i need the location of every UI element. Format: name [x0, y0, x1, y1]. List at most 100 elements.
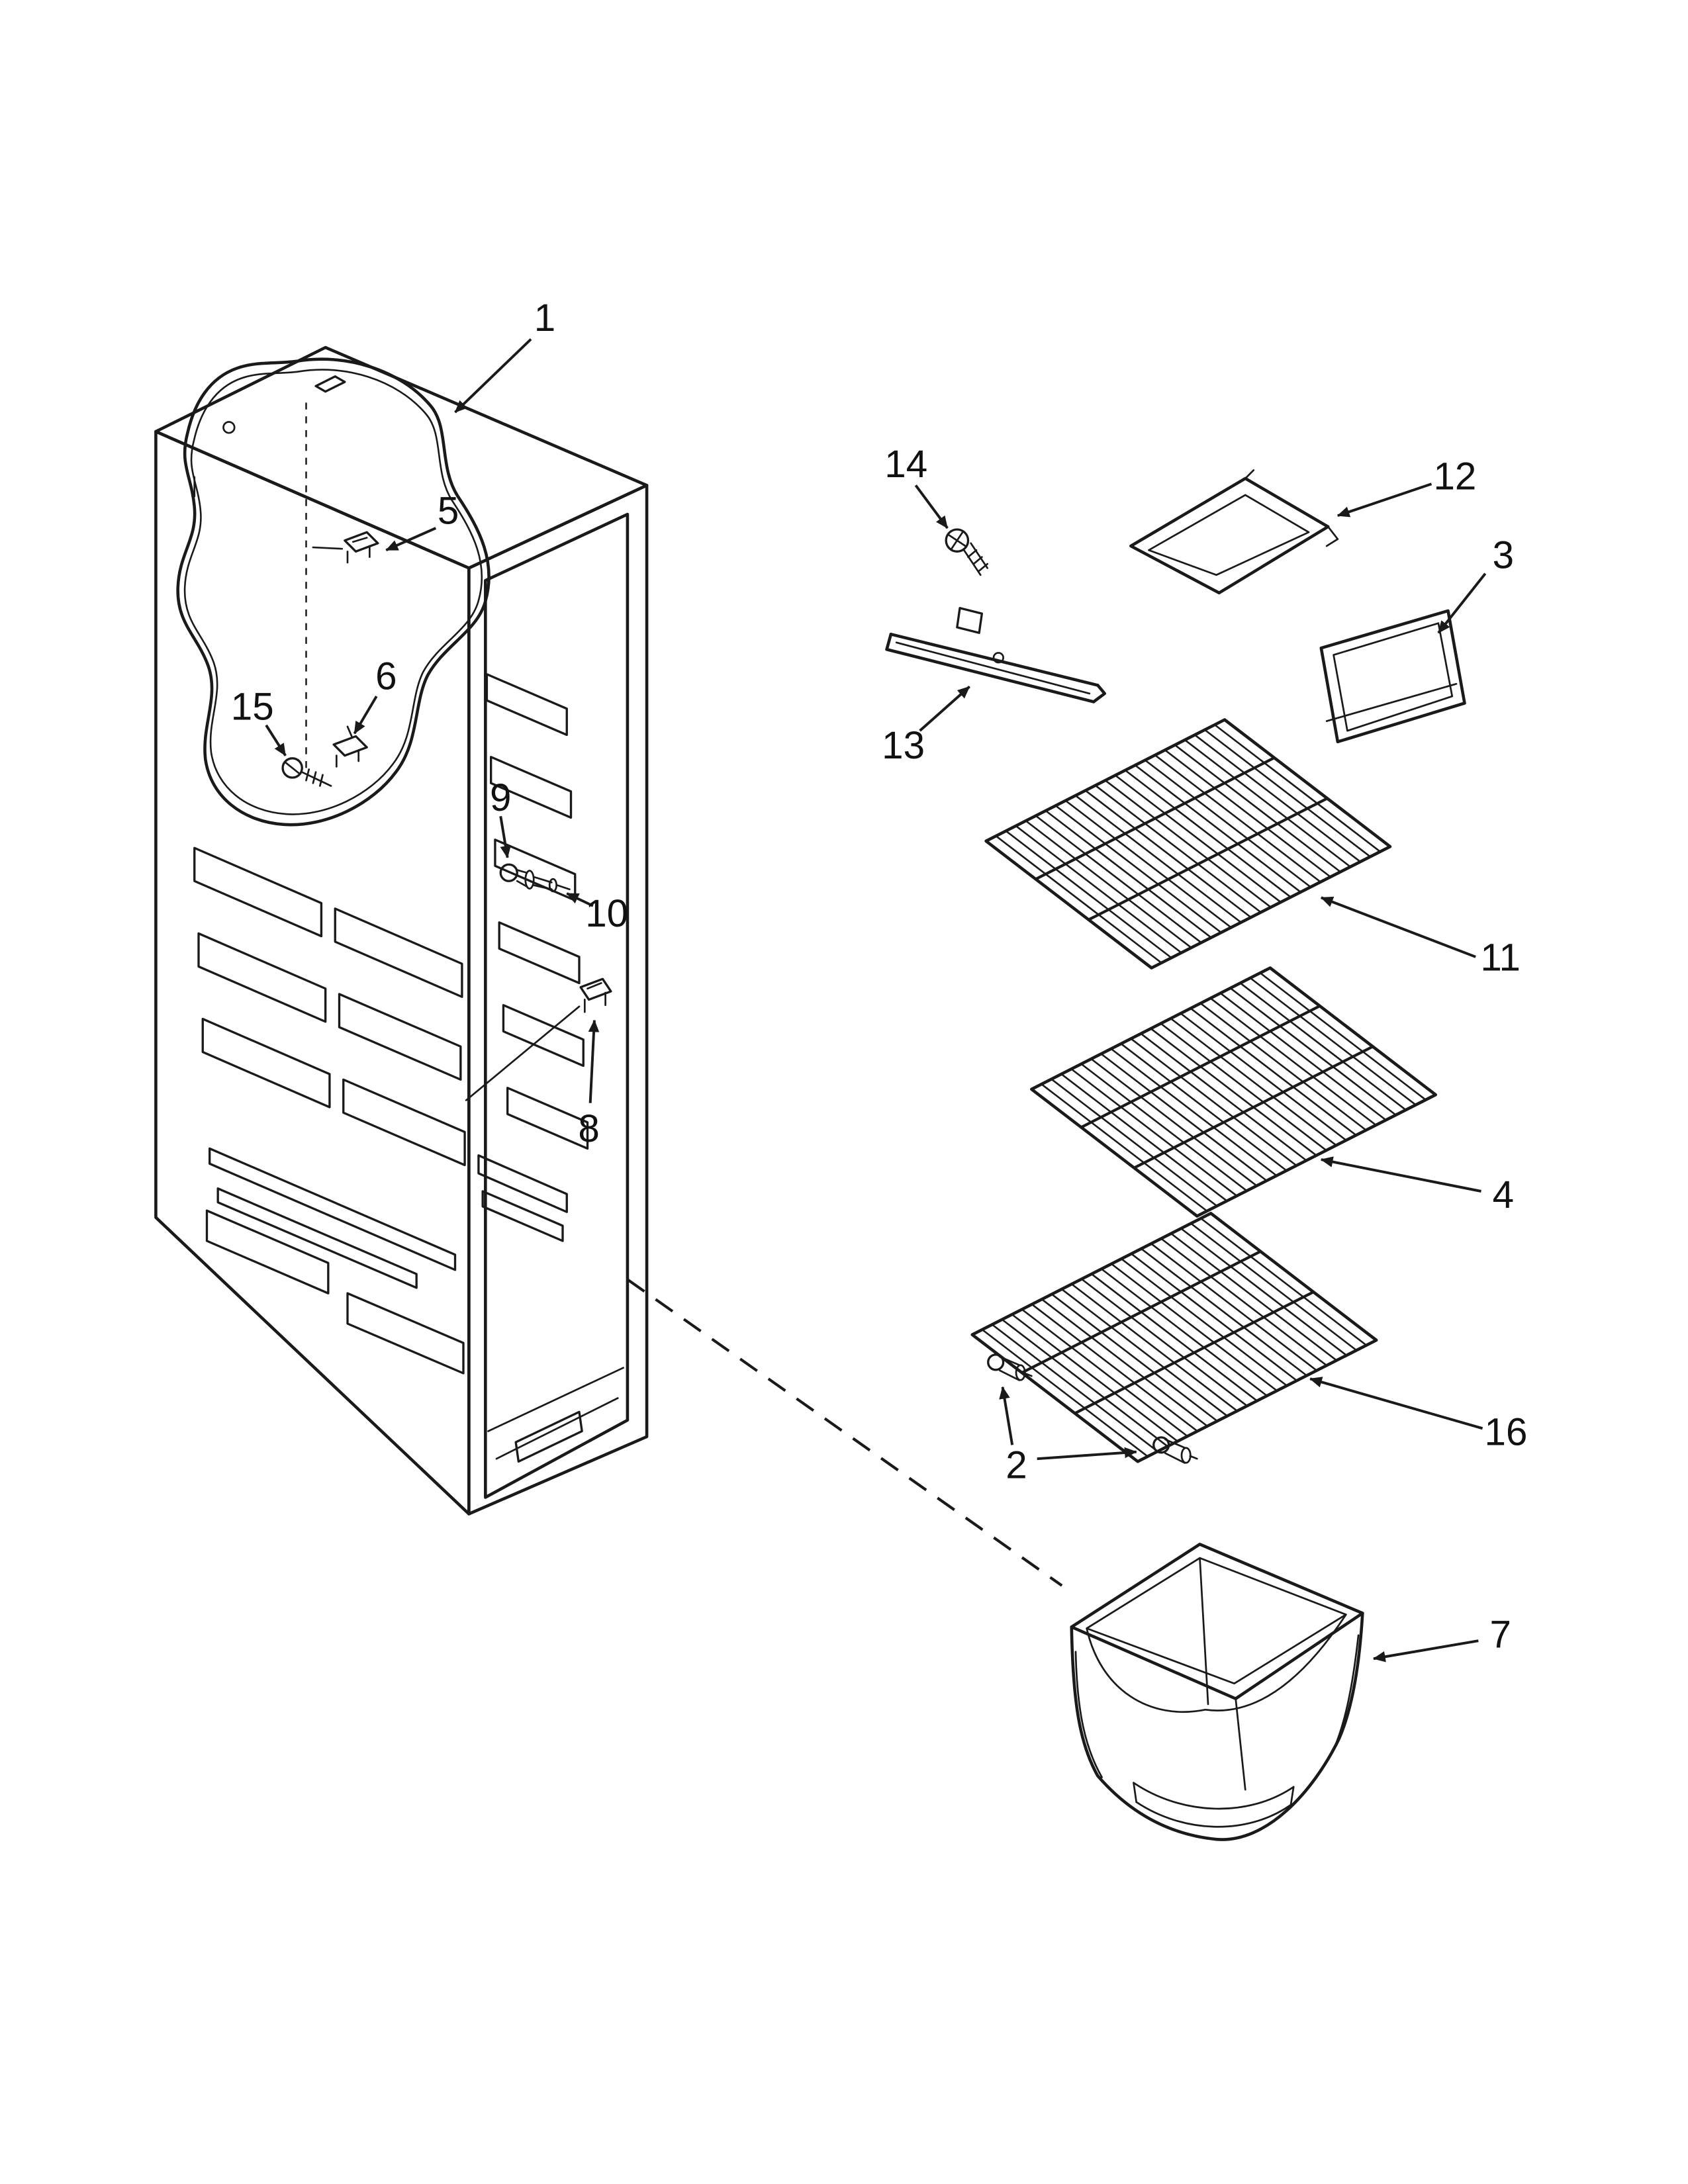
wire-shelf-16 — [970, 1212, 1378, 1463]
shelf-wire — [1101, 1268, 1268, 1397]
shelf-wire — [1110, 1048, 1278, 1177]
liner-side-wall — [154, 430, 471, 1516]
vent-slot — [346, 1292, 465, 1375]
liner-front-frame-outer — [467, 484, 649, 1516]
shelf-wire — [991, 1324, 1158, 1453]
shelf-wire — [1150, 1028, 1317, 1156]
shelf-wire — [1131, 1253, 1297, 1382]
callout-4: 4 — [1320, 1156, 1514, 1216]
shelf-wire — [1051, 1078, 1218, 1207]
shelf-wire — [1160, 1023, 1327, 1152]
shelf-wire — [1051, 1293, 1218, 1422]
vent-slot — [506, 1087, 589, 1150]
part-number-label: 1 — [534, 296, 555, 340]
floor-line — [487, 1367, 625, 1432]
shelf-wire — [1135, 764, 1301, 893]
clip-part-8 — [465, 978, 612, 1101]
shelf-wire — [1021, 1308, 1188, 1437]
vent-slot — [490, 756, 573, 819]
shelf-wire — [1170, 1232, 1337, 1361]
shelf-wire — [1041, 1083, 1208, 1212]
vent-slot — [338, 993, 462, 1081]
shelf-wire — [1084, 790, 1252, 919]
vent-strip — [209, 1147, 457, 1271]
shelf-wire — [1174, 744, 1341, 873]
callout-8: 8 — [578, 1019, 600, 1150]
shelf-wire — [1094, 784, 1262, 913]
part-number-label: 4 — [1493, 1173, 1514, 1216]
screw-part-15 — [281, 757, 332, 787]
vent-slot — [498, 921, 581, 985]
shelf-wire — [1150, 1243, 1317, 1371]
part-number-label: 15 — [231, 686, 274, 729]
shelf-wire — [1100, 1053, 1268, 1182]
part-number-label: 2 — [1006, 1443, 1027, 1486]
vent-slot — [201, 1017, 331, 1109]
shelf-wire — [1145, 759, 1311, 888]
shelf-wire — [1041, 1298, 1208, 1427]
vent-slot — [485, 673, 568, 737]
clip-part-6 — [332, 725, 368, 768]
part-number-label: 11 — [1480, 936, 1521, 979]
shelf-support-bar — [1074, 1291, 1315, 1415]
vent-strip — [477, 1154, 568, 1213]
shelf-wire — [1104, 780, 1272, 908]
vent-strip — [481, 1190, 564, 1242]
callout-11: 11 — [1320, 896, 1521, 979]
floor-line — [495, 1397, 619, 1460]
shelf-support-bar — [1088, 797, 1328, 921]
callout-6: 6 — [353, 655, 397, 735]
clip-part-5 — [312, 531, 379, 564]
part-number-label: 12 — [1433, 455, 1476, 498]
crisper-bin-part-7 — [1070, 1543, 1364, 1841]
callouts: 1 5 6 15 9 10 8 14 — [231, 296, 1527, 1662]
vent-slot — [193, 846, 323, 938]
shelf-wire — [1091, 1273, 1258, 1402]
part-number-label: 8 — [578, 1107, 599, 1150]
vent-slot — [334, 907, 463, 998]
shelf-wire — [1209, 997, 1377, 1126]
shelf-support-bar — [1035, 756, 1275, 881]
shelf-wire — [1011, 1314, 1178, 1442]
part-number-label: 10 — [585, 892, 628, 935]
part-number-label: 6 — [375, 655, 397, 698]
shelf-wire — [1199, 1002, 1367, 1131]
shelf-wire — [1194, 734, 1361, 863]
shelf-wire — [1164, 749, 1331, 878]
vent-slot — [197, 932, 327, 1023]
callout-14: 14 — [884, 443, 949, 529]
part-number-label: 14 — [884, 443, 927, 486]
shelf-support-bar — [1021, 1250, 1262, 1375]
shelf-wire — [1115, 774, 1282, 903]
shelf-wire — [1239, 982, 1407, 1111]
grille-frame-part-3 — [1319, 609, 1466, 744]
part-number-label: 9 — [490, 776, 511, 819]
callout-3: 3 — [1437, 533, 1514, 634]
freezer-liner — [154, 345, 649, 1516]
shelf-wire — [1141, 1248, 1307, 1377]
callout-1: 1 — [454, 296, 555, 414]
callout-2: 2 — [999, 1386, 1137, 1486]
shelf-wire — [1061, 1288, 1228, 1417]
shelf-wire — [1180, 1013, 1347, 1141]
callout-9: 9 — [490, 776, 511, 858]
shelf-wire — [1055, 805, 1222, 934]
screw-part-14 — [945, 528, 989, 576]
wire-shelf-4 — [1030, 966, 1438, 1218]
shelf-wire — [995, 835, 1162, 964]
callout-7: 7 — [1372, 1614, 1511, 1662]
vent-slot — [502, 1004, 585, 1068]
shelf-wire — [1154, 754, 1321, 883]
shelf-wire — [1031, 1303, 1198, 1432]
shelf-wire — [1180, 1228, 1347, 1356]
callout-12: 12 — [1336, 455, 1476, 518]
shelf-wire — [1121, 1258, 1288, 1387]
liner-top-vent — [314, 375, 346, 393]
shelf-wire — [1111, 1263, 1278, 1392]
shelf-wire — [1064, 799, 1232, 929]
bracket-part-12 — [1129, 469, 1339, 595]
shelf-wire — [1060, 1073, 1228, 1202]
liner-top-molding — [176, 357, 491, 827]
